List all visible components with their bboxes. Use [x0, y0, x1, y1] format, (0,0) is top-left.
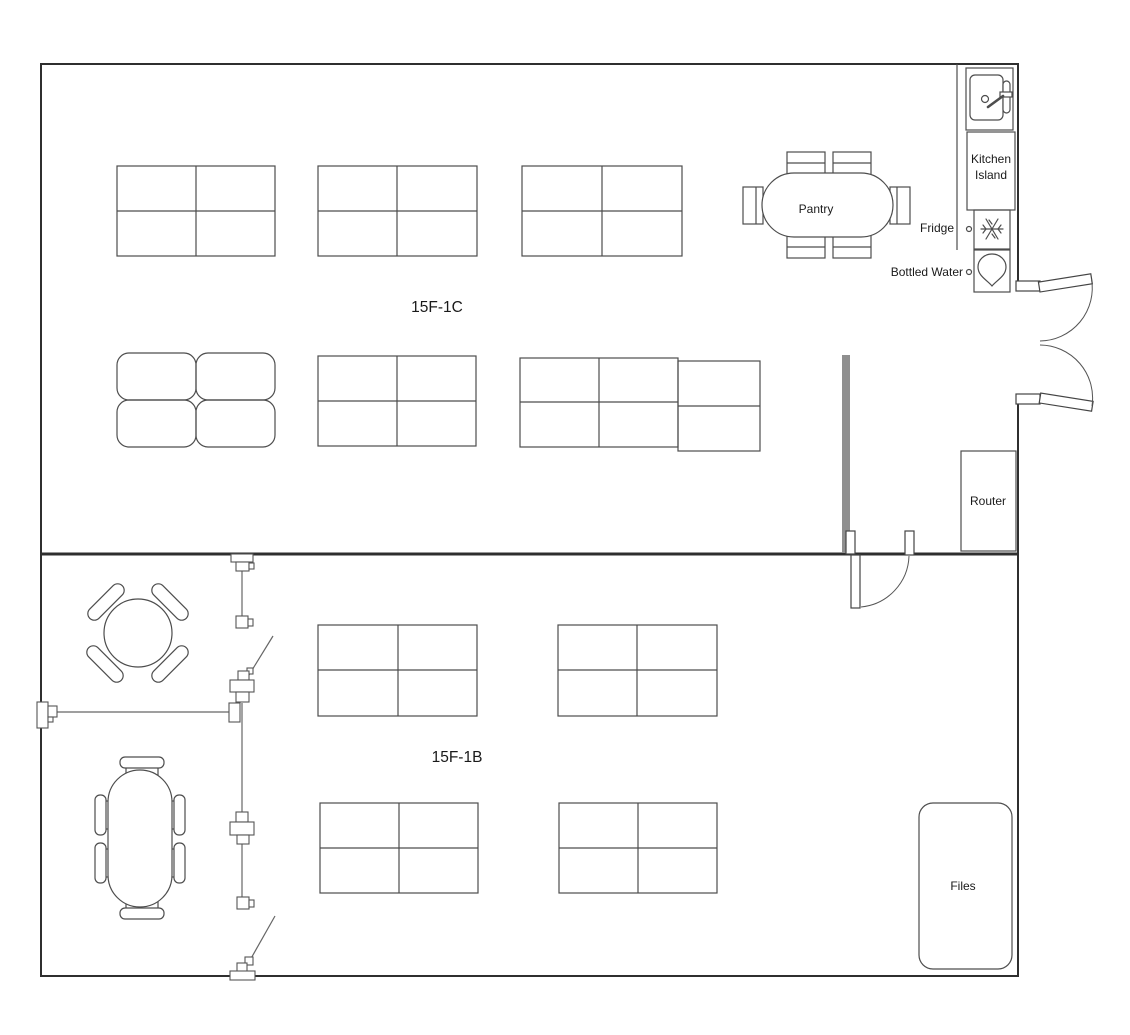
oval-table — [107, 769, 173, 908]
bottled-water-connector-dot — [965, 268, 973, 276]
round-table-chair — [86, 645, 124, 683]
fridge-connector-dot — [965, 225, 973, 233]
water-drop-icon — [977, 253, 1007, 287]
oval-table-group — [94, 756, 186, 920]
kitchen-island-label-line2: Island — [975, 168, 1007, 182]
router-label: Router — [970, 494, 1006, 508]
desk-cluster-1b-row2-a — [319, 802, 479, 894]
files-cabinet: Files — [918, 802, 1013, 970]
desk-cluster-1c-row1-b — [317, 165, 478, 257]
entrance-double-door — [1015, 273, 1094, 412]
desk-cluster-1b-row2-b — [558, 802, 718, 894]
room-label-15f-1c: 15F-1C — [411, 299, 463, 316]
desk-cluster-1c-row2-c — [519, 357, 761, 452]
files-label: Files — [950, 879, 975, 893]
bottled-water-unit: Bottled Water — [891, 249, 1011, 293]
divider-door — [845, 530, 915, 609]
pantry-table-group: Pantry — [742, 151, 911, 259]
partition-chain — [36, 553, 276, 981]
round-table-chair — [151, 583, 189, 621]
round-table-group — [86, 583, 189, 683]
pantry-label: Pantry — [799, 202, 834, 216]
kitchen-island: Kitchen Island — [966, 131, 1016, 211]
fridge-label: Fridge — [920, 221, 954, 235]
sink-unit — [965, 67, 1014, 131]
desk-cluster-1c-row1-a — [116, 165, 276, 257]
snowflake-icon — [980, 218, 1004, 240]
fridge-unit: Fridge — [920, 209, 1011, 250]
desk-cluster-1c-row2-b — [317, 355, 477, 447]
round-table — [103, 598, 173, 668]
building-outline — [40, 63, 1019, 977]
desk-cluster-1b-row1-b — [557, 624, 718, 717]
desk-cluster-1b-row1-a — [317, 624, 478, 717]
sink-icon — [969, 74, 1013, 121]
partition-fitting — [36, 553, 256, 981]
bottled-water-label: Bottled Water — [891, 265, 963, 279]
room-label-15f-1b: 15F-1B — [432, 749, 483, 766]
desk-cluster-1c-row2-rounded — [116, 352, 276, 448]
gray-wall-segment — [842, 355, 850, 553]
desk-cluster-1c-row1-c — [521, 165, 683, 257]
round-table-chair — [151, 645, 189, 683]
round-table-chair — [87, 583, 125, 621]
kitchen-island-label-line1: Kitchen — [971, 152, 1011, 166]
pantry-table — [761, 172, 894, 238]
router-cabinet: Router — [960, 450, 1017, 552]
